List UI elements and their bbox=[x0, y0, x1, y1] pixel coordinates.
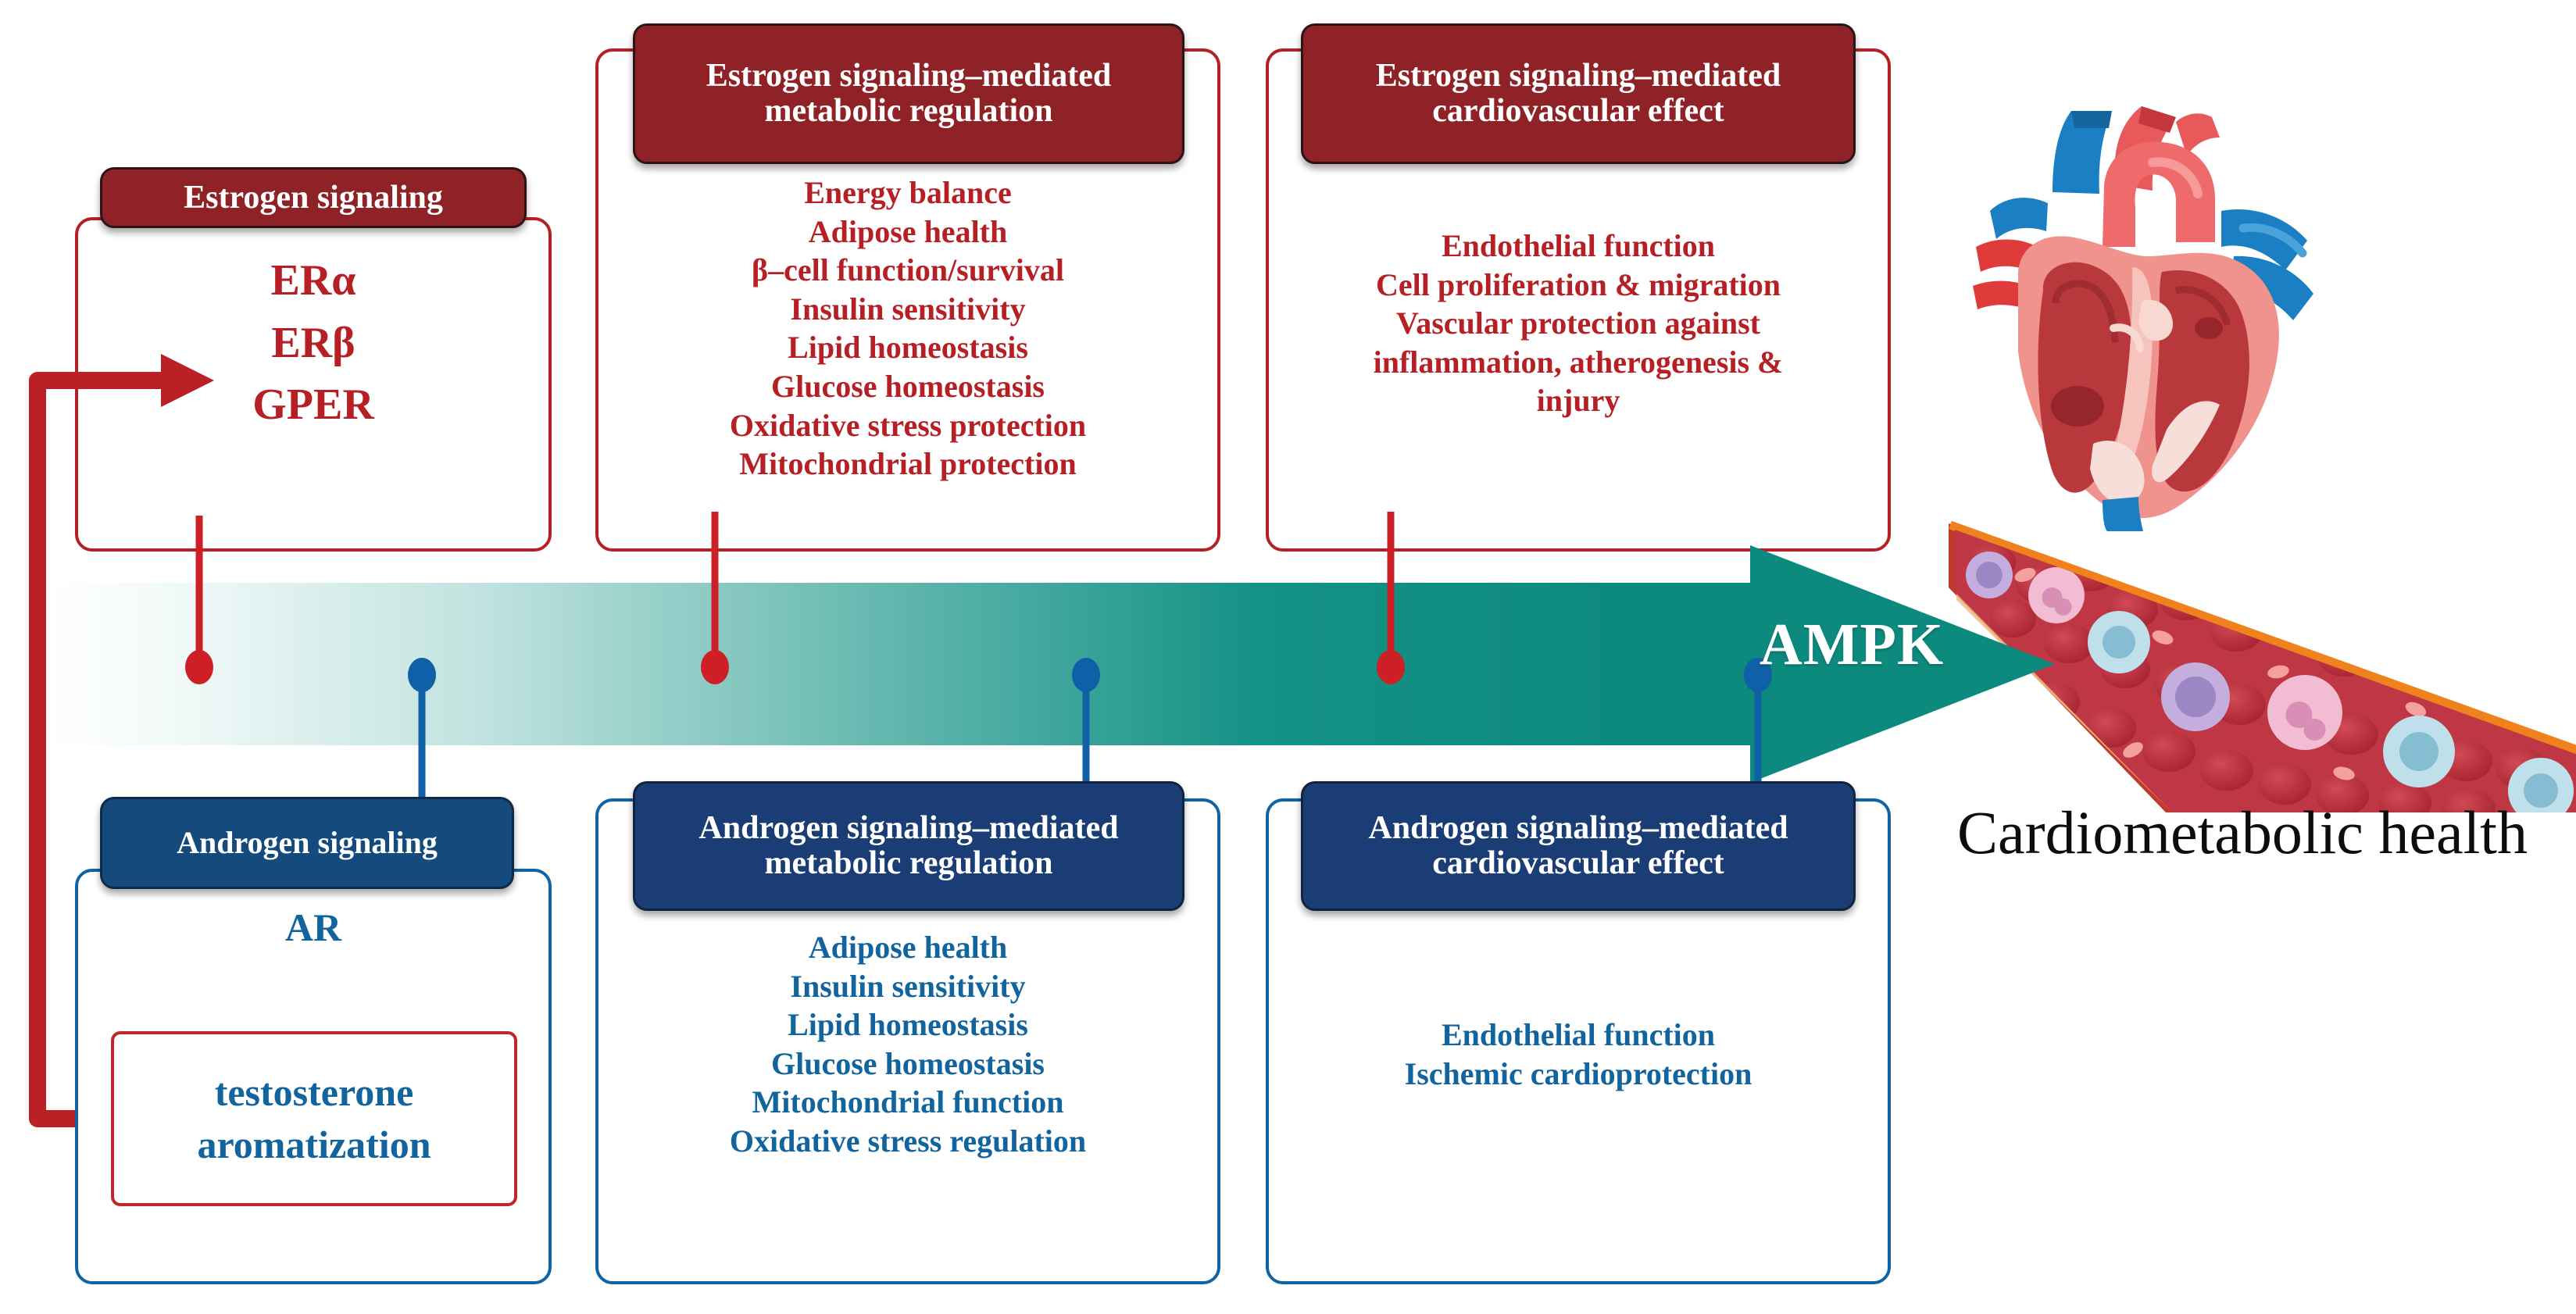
blood-vessel-illustration bbox=[1938, 500, 2576, 812]
receptor-er-alpha: ERα bbox=[270, 256, 356, 305]
list-item: Adipose health bbox=[808, 213, 1008, 249]
list-item: Vascular protection against bbox=[1396, 305, 1760, 341]
list-item: Energy balance bbox=[804, 175, 1012, 210]
list-item: Oxidative stress protection bbox=[729, 407, 1087, 443]
connector-dot-estrogen-cardiovascular bbox=[1377, 650, 1405, 684]
androgen-signaling-header: Androgen signaling bbox=[100, 797, 514, 889]
estrogen-metabolic-list: Energy balance Adipose health β–cell fun… bbox=[595, 173, 1220, 484]
cardiometabolic-health-label: Cardiometabolic health bbox=[1957, 798, 2528, 866]
list-item: Endothelial function bbox=[1441, 228, 1716, 263]
list-item: β–cell function/survival bbox=[752, 252, 1064, 288]
list-item: injury bbox=[1536, 383, 1620, 419]
estrogen-cardiovascular-header: Estrogen signaling–mediated cardiovascul… bbox=[1301, 23, 1856, 164]
conversion-line-1: testosterone bbox=[214, 1070, 414, 1114]
receptor-gper: GPER bbox=[252, 380, 374, 430]
connector-dot-androgen-signaling bbox=[408, 658, 436, 692]
connector-dot-androgen-metabolic bbox=[1072, 658, 1100, 692]
list-item: Endothelial function bbox=[1441, 1017, 1716, 1052]
connector-dot-estrogen-metabolic bbox=[701, 650, 729, 684]
list-item: Lipid homeostasis bbox=[788, 1007, 1028, 1043]
ampk-label: AMPK bbox=[1759, 611, 1945, 677]
estrogen-cardiovascular-list: Endothelial function Cell proliferation … bbox=[1266, 227, 1891, 420]
list-item: Glucose homeostasis bbox=[771, 368, 1045, 404]
androgen-cardiovascular-list: Endothelial function Ischemic cardioprot… bbox=[1266, 1016, 1891, 1093]
list-item: Insulin sensitivity bbox=[790, 968, 1026, 1004]
androgen-metabolic-list: Adipose health Insulin sensitivity Lipid… bbox=[595, 928, 1220, 1161]
list-item: Ischemic cardioprotection bbox=[1404, 1055, 1752, 1091]
receptor-er-beta: ERβ bbox=[271, 318, 355, 367]
list-item: Lipid homeostasis bbox=[788, 330, 1028, 366]
heart-illustration bbox=[1918, 94, 2356, 531]
estrogen-signaling-header: Estrogen signaling bbox=[100, 167, 527, 228]
conversion-line-2: aromatization bbox=[197, 1123, 431, 1166]
androgen-metabolic-header: Androgen signaling–mediated metabolic re… bbox=[633, 781, 1184, 911]
androgen-cardiovascular-header: Androgen signaling–mediated cardiovascul… bbox=[1301, 781, 1856, 911]
list-item: Oxidative stress regulation bbox=[729, 1123, 1087, 1159]
estrogen-metabolic-header: Estrogen signaling–mediated metabolic re… bbox=[633, 23, 1184, 164]
connector-dot-androgen-cardiovascular bbox=[1744, 658, 1772, 692]
list-item: Insulin sensitivity bbox=[790, 291, 1026, 327]
list-item: Glucose homeostasis bbox=[771, 1045, 1045, 1081]
list-item: inflammation, atherogenesis & bbox=[1373, 344, 1784, 380]
list-item: Cell proliferation & migration bbox=[1375, 266, 1781, 302]
list-item: Adipose health bbox=[808, 930, 1008, 965]
connector-dot-estrogen-signaling bbox=[185, 650, 213, 684]
ampk-arrow bbox=[47, 545, 2055, 783]
estrogen-receptor-list: ERα ERβ GPER bbox=[75, 250, 552, 437]
testosterone-aromatization-box: testosterone aromatization bbox=[111, 1031, 517, 1206]
list-item: Mitochondrial protection bbox=[739, 446, 1077, 482]
list-item: Mitochondrial function bbox=[752, 1084, 1064, 1120]
androgen-receptor-label: AR bbox=[284, 905, 342, 949]
